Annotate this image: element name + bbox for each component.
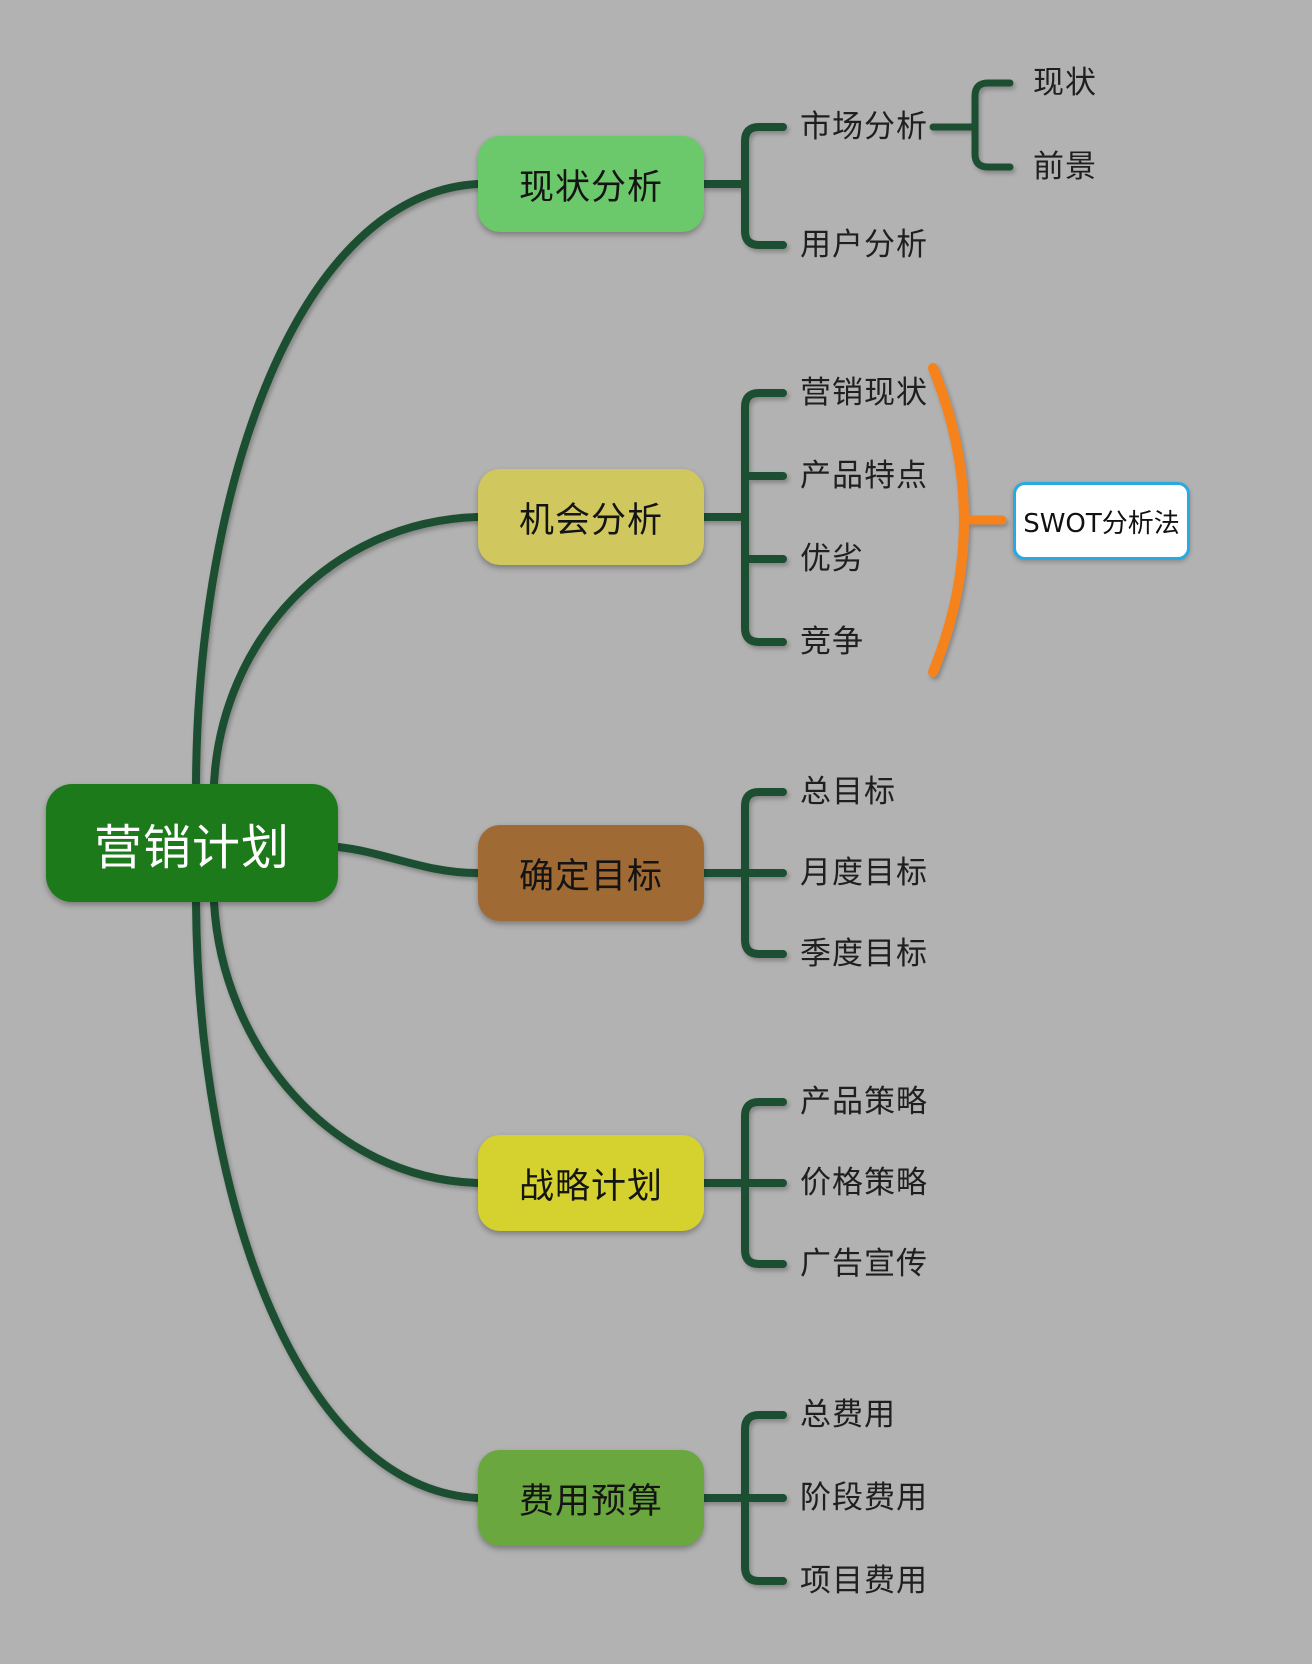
leaf-overall-goal[interactable]: 总目标	[800, 774, 896, 810]
branch-budget[interactable]: 费用预算	[478, 1450, 704, 1546]
leaf-prospects[interactable]: 前景	[1033, 149, 1097, 185]
branch-opportunity-analysis[interactable]: 机会分析	[478, 469, 704, 565]
leaf-advertising[interactable]: 广告宣传	[800, 1246, 928, 1282]
leaf-phase-cost[interactable]: 阶段费用	[800, 1480, 928, 1516]
swot-annotation-box[interactable]: SWOT分析法	[1013, 482, 1190, 560]
leaf-competition[interactable]: 竞争	[800, 624, 864, 660]
leaf-total-cost[interactable]: 总费用	[800, 1397, 896, 1433]
branch-goal-setting[interactable]: 确定目标	[478, 825, 704, 921]
leaf-marketing-status[interactable]: 营销现状	[800, 375, 928, 411]
leaf-product-features[interactable]: 产品特点	[800, 458, 928, 494]
leaf-user-analysis[interactable]: 用户分析	[800, 227, 928, 263]
leaf-current-status[interactable]: 现状	[1033, 65, 1097, 101]
leaf-monthly-goal[interactable]: 月度目标	[800, 855, 928, 891]
leaf-pricing-strategy[interactable]: 价格策略	[800, 1165, 928, 1201]
leaf-market-analysis[interactable]: 市场分析	[800, 109, 928, 145]
root-node-marketing-plan[interactable]: 营销计划	[46, 784, 338, 902]
branch-strategic-plan[interactable]: 战略计划	[478, 1135, 704, 1231]
leaf-quarterly-goal[interactable]: 季度目标	[800, 936, 928, 972]
leaf-pros-cons[interactable]: 优劣	[800, 541, 864, 577]
branch-situation-analysis[interactable]: 现状分析	[478, 136, 704, 232]
leaf-project-cost[interactable]: 项目费用	[800, 1563, 928, 1599]
leaf-product-strategy[interactable]: 产品策略	[800, 1084, 928, 1120]
